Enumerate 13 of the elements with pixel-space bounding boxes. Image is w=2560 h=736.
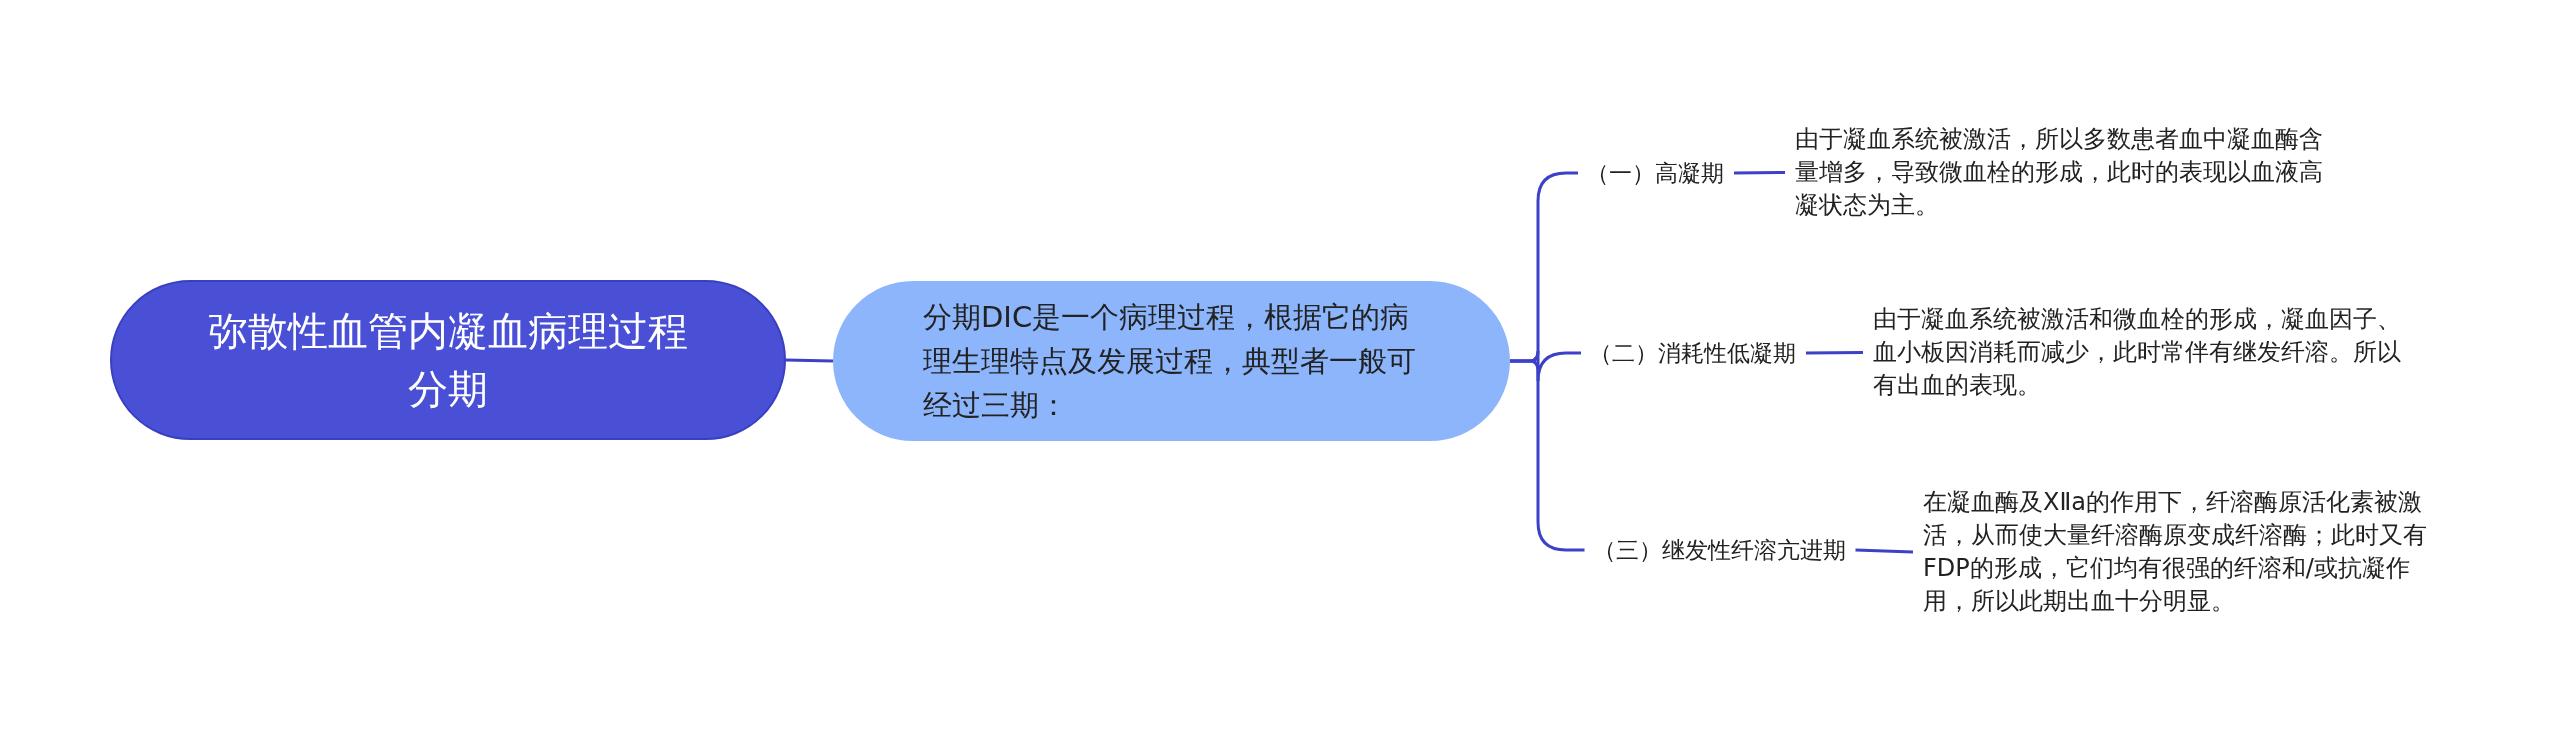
stage-label: （三）继发性纤溶亢进期 [1592, 535, 1846, 565]
connector-line [1510, 359, 1585, 552]
connector-line [1855, 548, 1914, 554]
stage-label: （二）消耗性低凝期 [1589, 338, 1796, 368]
stage-label: （一）高凝期 [1586, 158, 1724, 188]
connector-line [1734, 171, 1785, 175]
description-text: 由于凝血系统被激活和微血栓的形成，凝血因子、血小板因消耗而减少，此时常伴有继发纤溶。所以有出血的表现。 [1873, 304, 2402, 401]
description-text: 由于凝血系统被激活，所以多数患者血中凝血酶含量增多，导致微血栓的形成，此时的表现以血液高凝状态为主。 [1795, 124, 2324, 221]
topic-text: 分期DIC是一个病理过程，根据它的病理生理特点及发展过程，典型者一般可经过三期： [923, 299, 1417, 424]
connector-line [785, 358, 834, 363]
topic-text: 弥散性血管内凝血病理过程分期 [207, 307, 689, 414]
connector-line [1806, 351, 1863, 355]
description-text: 在凝血酶及XⅡa的作用下，纤溶酶原活化素被激活，从而使大量纤溶酶原变成纤溶酶；此时又有FDP的形成，它们均有很强的纤溶和/或抗凝作用，所以此期出血十分明显。 [1923, 487, 2428, 617]
